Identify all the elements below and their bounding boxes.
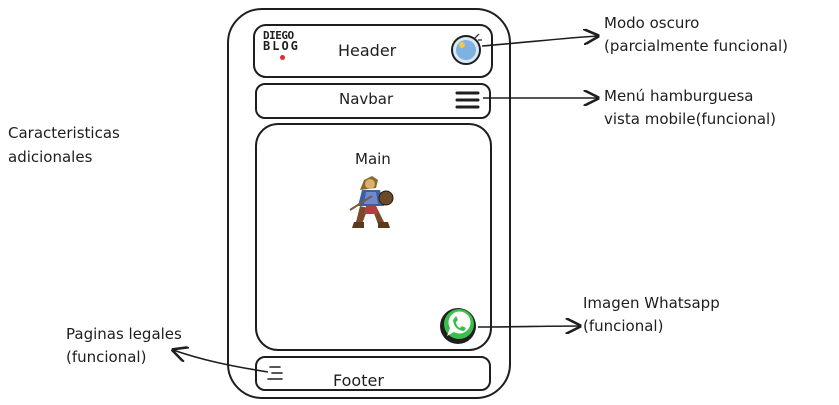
footer-box (255, 356, 491, 391)
hamburger-icon (455, 91, 480, 109)
annotation-legal-line-2: (funcional) (66, 348, 147, 366)
main-box (255, 123, 492, 351)
annotation-whatsapp: Imagen Whatsapp (funcional) (583, 293, 720, 336)
annotation-dark-mode: Modo oscuro (parcialmente funcional) (604, 13, 788, 56)
side-note: Caracteristicas adicionales (8, 123, 120, 167)
side-note-line-1: Caracteristicas (8, 124, 120, 142)
dark-mode-toggle-icon (451, 33, 482, 65)
annotation-dark-mode-line-2: (parcialmente funcional) (604, 37, 789, 55)
navbar-label: Navbar (339, 90, 394, 108)
annotation-whatsapp-line-2: (funcional) (583, 317, 664, 335)
annotation-hamburger-line-1: Menú hamburguesa (604, 87, 754, 105)
logo-line-1: DIEGO (263, 29, 294, 42)
annotation-hamburger-line-2: vista mobile(funcional) (604, 110, 777, 128)
logo-red-dot (280, 55, 285, 60)
blog-logo: DIEGO BLOG (263, 29, 300, 60)
annotation-legal-line-1: Paginas legales (66, 325, 182, 343)
header-label: Header (338, 41, 397, 60)
navbar-box (255, 83, 491, 119)
annotation-whatsapp-line-1: Imagen Whatsapp (583, 294, 720, 312)
arrow-whatsapp (477, 326, 580, 327)
side-note-line-2: adicionales (8, 148, 93, 166)
main-label: Main (355, 150, 391, 168)
header-box (253, 24, 493, 78)
annotation-dark-mode-line-1: Modo oscuro (604, 14, 700, 32)
arrow-legal (173, 350, 269, 373)
annotation-hamburger: Menú hamburguesa vista mobile(funcional) (604, 86, 776, 129)
arrow-dark-mode (481, 36, 598, 47)
logo-line-2: BLOG (263, 39, 300, 53)
footer-label: Footer (333, 371, 384, 390)
whatsapp-icon (440, 308, 476, 344)
phone-frame (227, 8, 511, 399)
character-sprite (349, 176, 394, 228)
footer-menu-icon (267, 366, 283, 380)
annotation-legal: Paginas legales (funcional) (66, 324, 182, 367)
